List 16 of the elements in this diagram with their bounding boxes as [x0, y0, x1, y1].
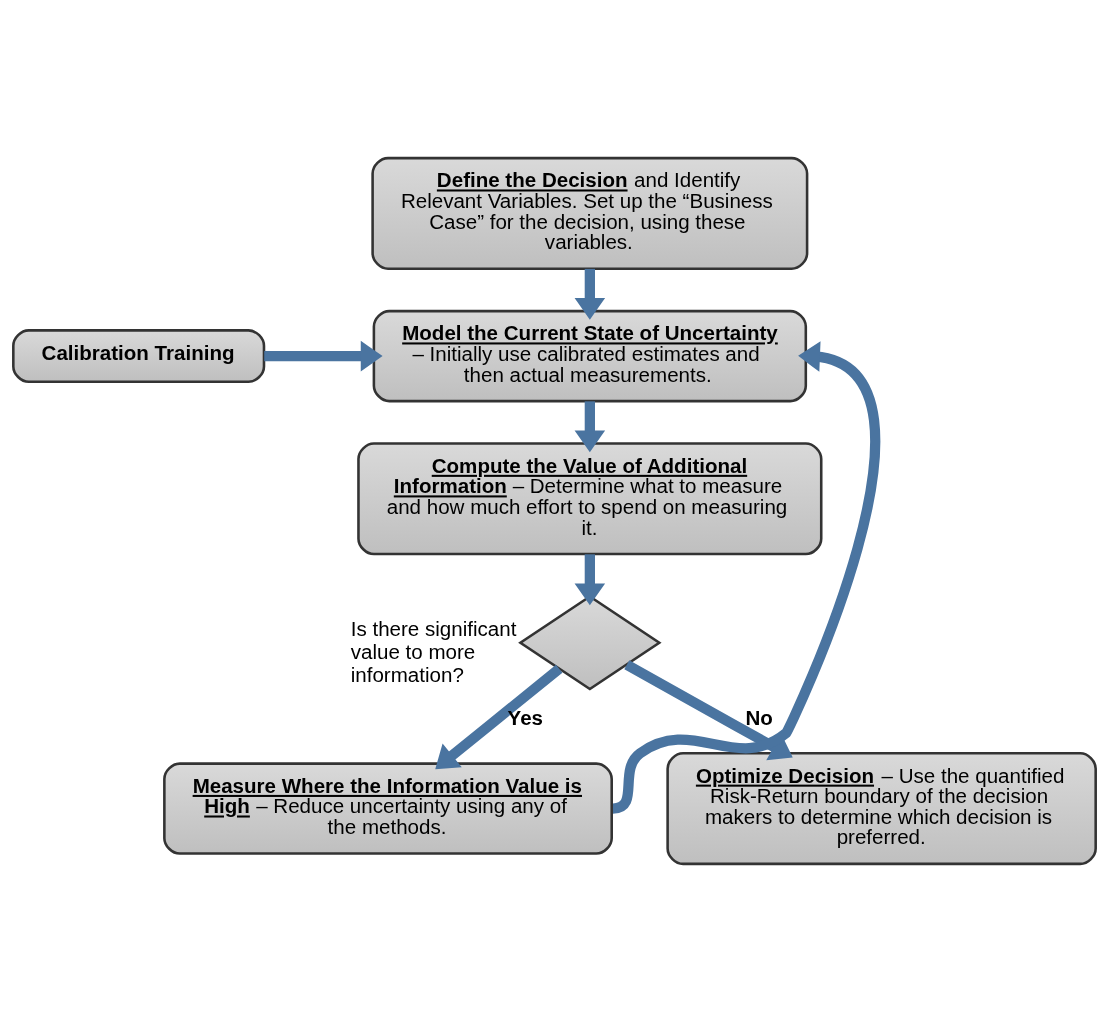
edge-label: No	[745, 705, 773, 729]
node-box: Measure Where the Information Value is High – Reduce uncertainty using any of the methods.	[163, 762, 613, 855]
arrow	[574, 554, 606, 606]
arrow	[264, 340, 383, 372]
node-label: Is there significant value to more information?	[350, 617, 517, 687]
node-box: Define the Decision and Identify Relevant Variables. Set up the “Business Case” for the decision, using these variables.	[371, 156, 809, 270]
node-box: Calibration Training	[12, 329, 266, 384]
edge-label: Yes	[507, 705, 544, 729]
arrow	[624, 660, 793, 761]
arrow	[574, 268, 606, 320]
arrow	[612, 341, 880, 814]
arrow	[574, 401, 606, 453]
node-box: Compute the Value of Additional Information – Determine what to measure and how much effort to spend on measuring it.	[357, 442, 823, 556]
node-box: Optimize Decision – Use the quantified Risk-Return boundary of the decision makers to determine which decision is preferred.	[666, 752, 1097, 866]
node-box: Model the Current State of Uncertainty – Initially use calibrated estimates and then actual measurements.	[372, 309, 808, 403]
arrow	[435, 664, 563, 770]
